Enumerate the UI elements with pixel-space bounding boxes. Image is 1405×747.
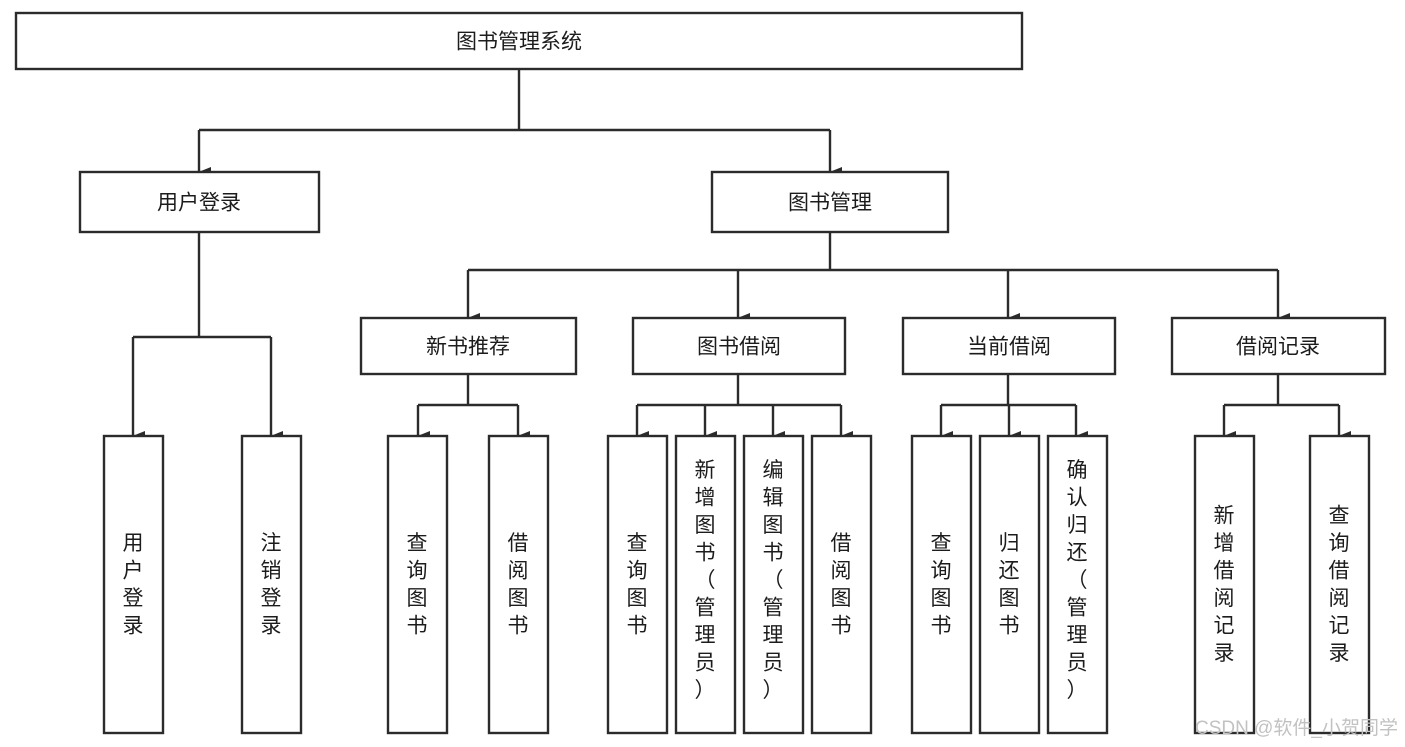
leaf-return-book[interactable]: 归还图书 [978, 434, 1041, 735]
leaf-add-book[interactable]: 新增图书（管理员） [674, 434, 737, 735]
node-book-management-label: 图书管理 [788, 192, 872, 215]
leaf-query-book-2-label: 查询图书 [627, 531, 648, 637]
leaf-query-book-2[interactable]: 查询图书 [606, 434, 669, 735]
leaf-confirm-return[interactable]: 确认归还（管理员） [1046, 434, 1109, 735]
leaf-user-login[interactable]: 用户登录 [102, 434, 165, 735]
node-book-borrow-box[interactable] [631, 316, 847, 376]
leaf-add-record-box[interactable] [1193, 434, 1256, 735]
leaf-query-book-1[interactable]: 查询图书 [386, 434, 449, 735]
leaf-return-book-label: 归还图书 [999, 531, 1020, 637]
leaf-query-book-2-box[interactable] [606, 434, 669, 735]
node-root-system[interactable]: 图书管理系统 [14, 11, 1024, 71]
leaf-query-book-3[interactable]: 查询图书 [910, 434, 973, 735]
leaf-query-book-3-box[interactable] [910, 434, 973, 735]
leaf-confirm-return-label: 确认归还（管理员） [1067, 458, 1088, 701]
leaf-add-record[interactable]: 新增借阅记录 [1193, 434, 1256, 735]
leaf-edit-book-box[interactable] [742, 434, 805, 735]
node-book-borrow[interactable]: 图书借阅 [631, 316, 847, 376]
leaf-user-login-box[interactable] [102, 434, 165, 735]
csdn-watermark: CSDN @软件_小贺同学 [1195, 717, 1398, 739]
leaf-user-login-label: 用户登录 [123, 531, 144, 637]
leaf-query-book-3-label: 查询图书 [931, 531, 952, 637]
node-borrow-record[interactable]: 借阅记录 [1170, 316, 1387, 376]
node-user-login-box[interactable] [78, 170, 321, 234]
leaf-logout-login-label: 注销登录 [261, 531, 282, 637]
node-borrow-record-box[interactable] [1170, 316, 1387, 376]
leaf-logout-login-box[interactable] [240, 434, 303, 735]
leaf-borrow-book-1-label: 借阅图书 [508, 531, 529, 637]
leaf-borrow-book-1[interactable]: 借阅图书 [487, 434, 550, 735]
leaf-query-record-label: 查询借阅记录 [1329, 504, 1350, 665]
leaf-confirm-return-box[interactable] [1046, 434, 1109, 735]
leaf-return-book-box[interactable] [978, 434, 1041, 735]
node-borrow-record-label: 借阅记录 [1236, 336, 1320, 359]
leaf-add-book-label: 新增图书（管理员） [695, 458, 716, 701]
node-root-system-label: 图书管理系统 [456, 31, 582, 54]
node-user-login[interactable]: 用户登录 [78, 170, 321, 234]
leaf-edit-book[interactable]: 编辑图书（管理员） [742, 434, 805, 735]
node-current-borrow-box[interactable] [901, 316, 1117, 376]
node-root-system-box[interactable] [14, 11, 1024, 71]
node-book-management[interactable]: 图书管理 [710, 170, 950, 234]
node-user-login-label: 用户登录 [157, 192, 241, 215]
leaf-borrow-book-2-box[interactable] [810, 434, 873, 735]
leaf-borrow-book-2[interactable]: 借阅图书 [810, 434, 873, 735]
leaf-query-record-box[interactable] [1308, 434, 1371, 735]
leaf-add-book-box[interactable] [674, 434, 737, 735]
leaf-query-book-1-label: 查询图书 [407, 531, 428, 637]
leaf-borrow-book-2-label: 借阅图书 [831, 531, 852, 637]
leaf-logout-login[interactable]: 注销登录 [240, 434, 303, 735]
connector-layer [131, 69, 1351, 441]
leaf-edit-book-label: 编辑图书（管理员） [763, 458, 784, 701]
leaf-query-record[interactable]: 查询借阅记录 [1308, 434, 1371, 735]
node-new-book-recommend-label: 新书推荐 [426, 336, 510, 359]
leaf-borrow-book-1-box[interactable] [487, 434, 550, 735]
node-book-management-box[interactable] [710, 170, 950, 234]
node-current-borrow[interactable]: 当前借阅 [901, 316, 1117, 376]
node-current-borrow-label: 当前借阅 [967, 336, 1051, 359]
node-book-borrow-label: 图书借阅 [697, 336, 781, 359]
leaf-add-record-label: 新增借阅记录 [1214, 504, 1235, 665]
leaf-query-book-1-box[interactable] [386, 434, 449, 735]
node-new-book-recommend-box[interactable] [359, 316, 578, 376]
node-new-book-recommend[interactable]: 新书推荐 [359, 316, 578, 376]
